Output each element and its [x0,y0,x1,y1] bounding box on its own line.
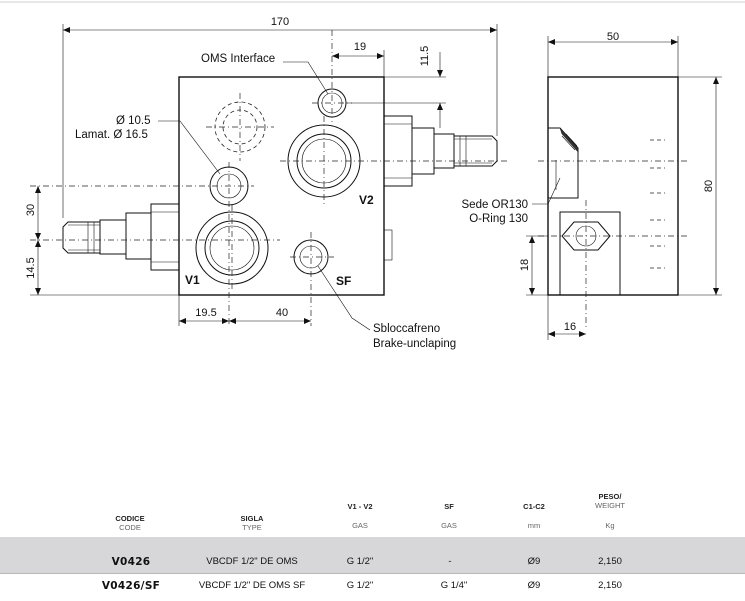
col-weight-header-2: WEIGHT [595,501,625,510]
cell-code: V0426 [111,556,151,568]
sede-label: Sede OR130 [462,199,529,211]
brake-unclaping-label: Brake-unclaping [373,338,456,350]
left-fitting [62,203,180,271]
hole-diameter-label: Ø 10.5 [116,115,151,127]
port-v2: V2 [359,193,374,207]
col-v1v2-subheader: GAS [352,521,368,530]
oms-interface-label: OMS Interface [201,53,275,65]
oring-label: O-Ring 130 [469,213,528,225]
dim-19: 19 [354,41,366,53]
col-c1c2-subheader: mm [527,521,541,530]
col-c1c2-header: C1-C2 [523,502,545,511]
table-row: V0426 VBCDF 1/2" DE OMS G 1/2" - Ø9 2,15… [0,537,745,573]
dim-19-5: 19.5 [195,307,216,319]
dim-18: 18 [519,259,531,271]
cell-c1c2: Ø9 [527,580,541,591]
col-code-subheader: CODE [119,523,141,532]
cell-weight: 2,150 [598,556,622,567]
col-sf-subheader: GAS [441,521,457,530]
col-code-header: CODICE [115,514,145,523]
col-type-header: SIGLA [240,514,264,523]
col-type-subheader: TYPE [242,523,262,532]
technical-drawing: 170 19 11.5 30 14.5 19.5 40 OMS Interfac… [0,1,745,350]
cell-v1v2: G 1/2" [346,580,374,591]
cell-sf: - [448,556,452,567]
table-header: CODICE CODE SIGLA TYPE V1 - V2 GAS SF GA… [0,488,745,534]
cell-type: VBCDF 1/2" DE OMS SF [198,580,306,591]
cell-weight: 2,150 [598,580,622,591]
port-v1: V1 [185,273,200,287]
sbloccafreno-label: Sbloccafreno [373,323,440,335]
col-weight-subheader: Kg [605,521,615,530]
side-block [547,76,679,296]
port-sf: SF [336,274,351,288]
dim-50: 50 [607,31,619,43]
counterbore-label: Lamat. Ø 16.5 [75,129,148,141]
cell-type: VBCDF 1/2" DE OMS [206,556,298,567]
dim-11-5: 11.5 [419,46,431,67]
dim-16: 16 [564,321,576,333]
table-row: V0426/SF VBCDF 1/2" DE OMS SF G 1/2" G 1… [0,573,745,601]
side-view: 50 80 18 16 Sede OR130 O-Ring 130 [462,31,722,340]
dim-170: 170 [271,16,289,28]
col-sf-header: SF [444,502,454,511]
cell-v1v2: G 1/2" [346,556,374,567]
dim-14-5: 14.5 [25,257,37,278]
col-weight-header: PESO/ [598,492,622,501]
hex-nut [559,211,621,296]
col-v1v2-header: V1 - V2 [347,502,373,511]
right-fitting [383,115,498,187]
dim-80: 80 [703,180,715,192]
cell-code: V0426/SF [101,580,161,592]
dim-40: 40 [276,307,288,319]
cell-c1c2: Ø9 [527,556,541,567]
front-view: 170 19 11.5 30 14.5 19.5 40 OMS Interfac… [25,16,508,350]
cell-sf: G 1/4" [440,580,468,591]
dim-30: 30 [25,204,37,216]
